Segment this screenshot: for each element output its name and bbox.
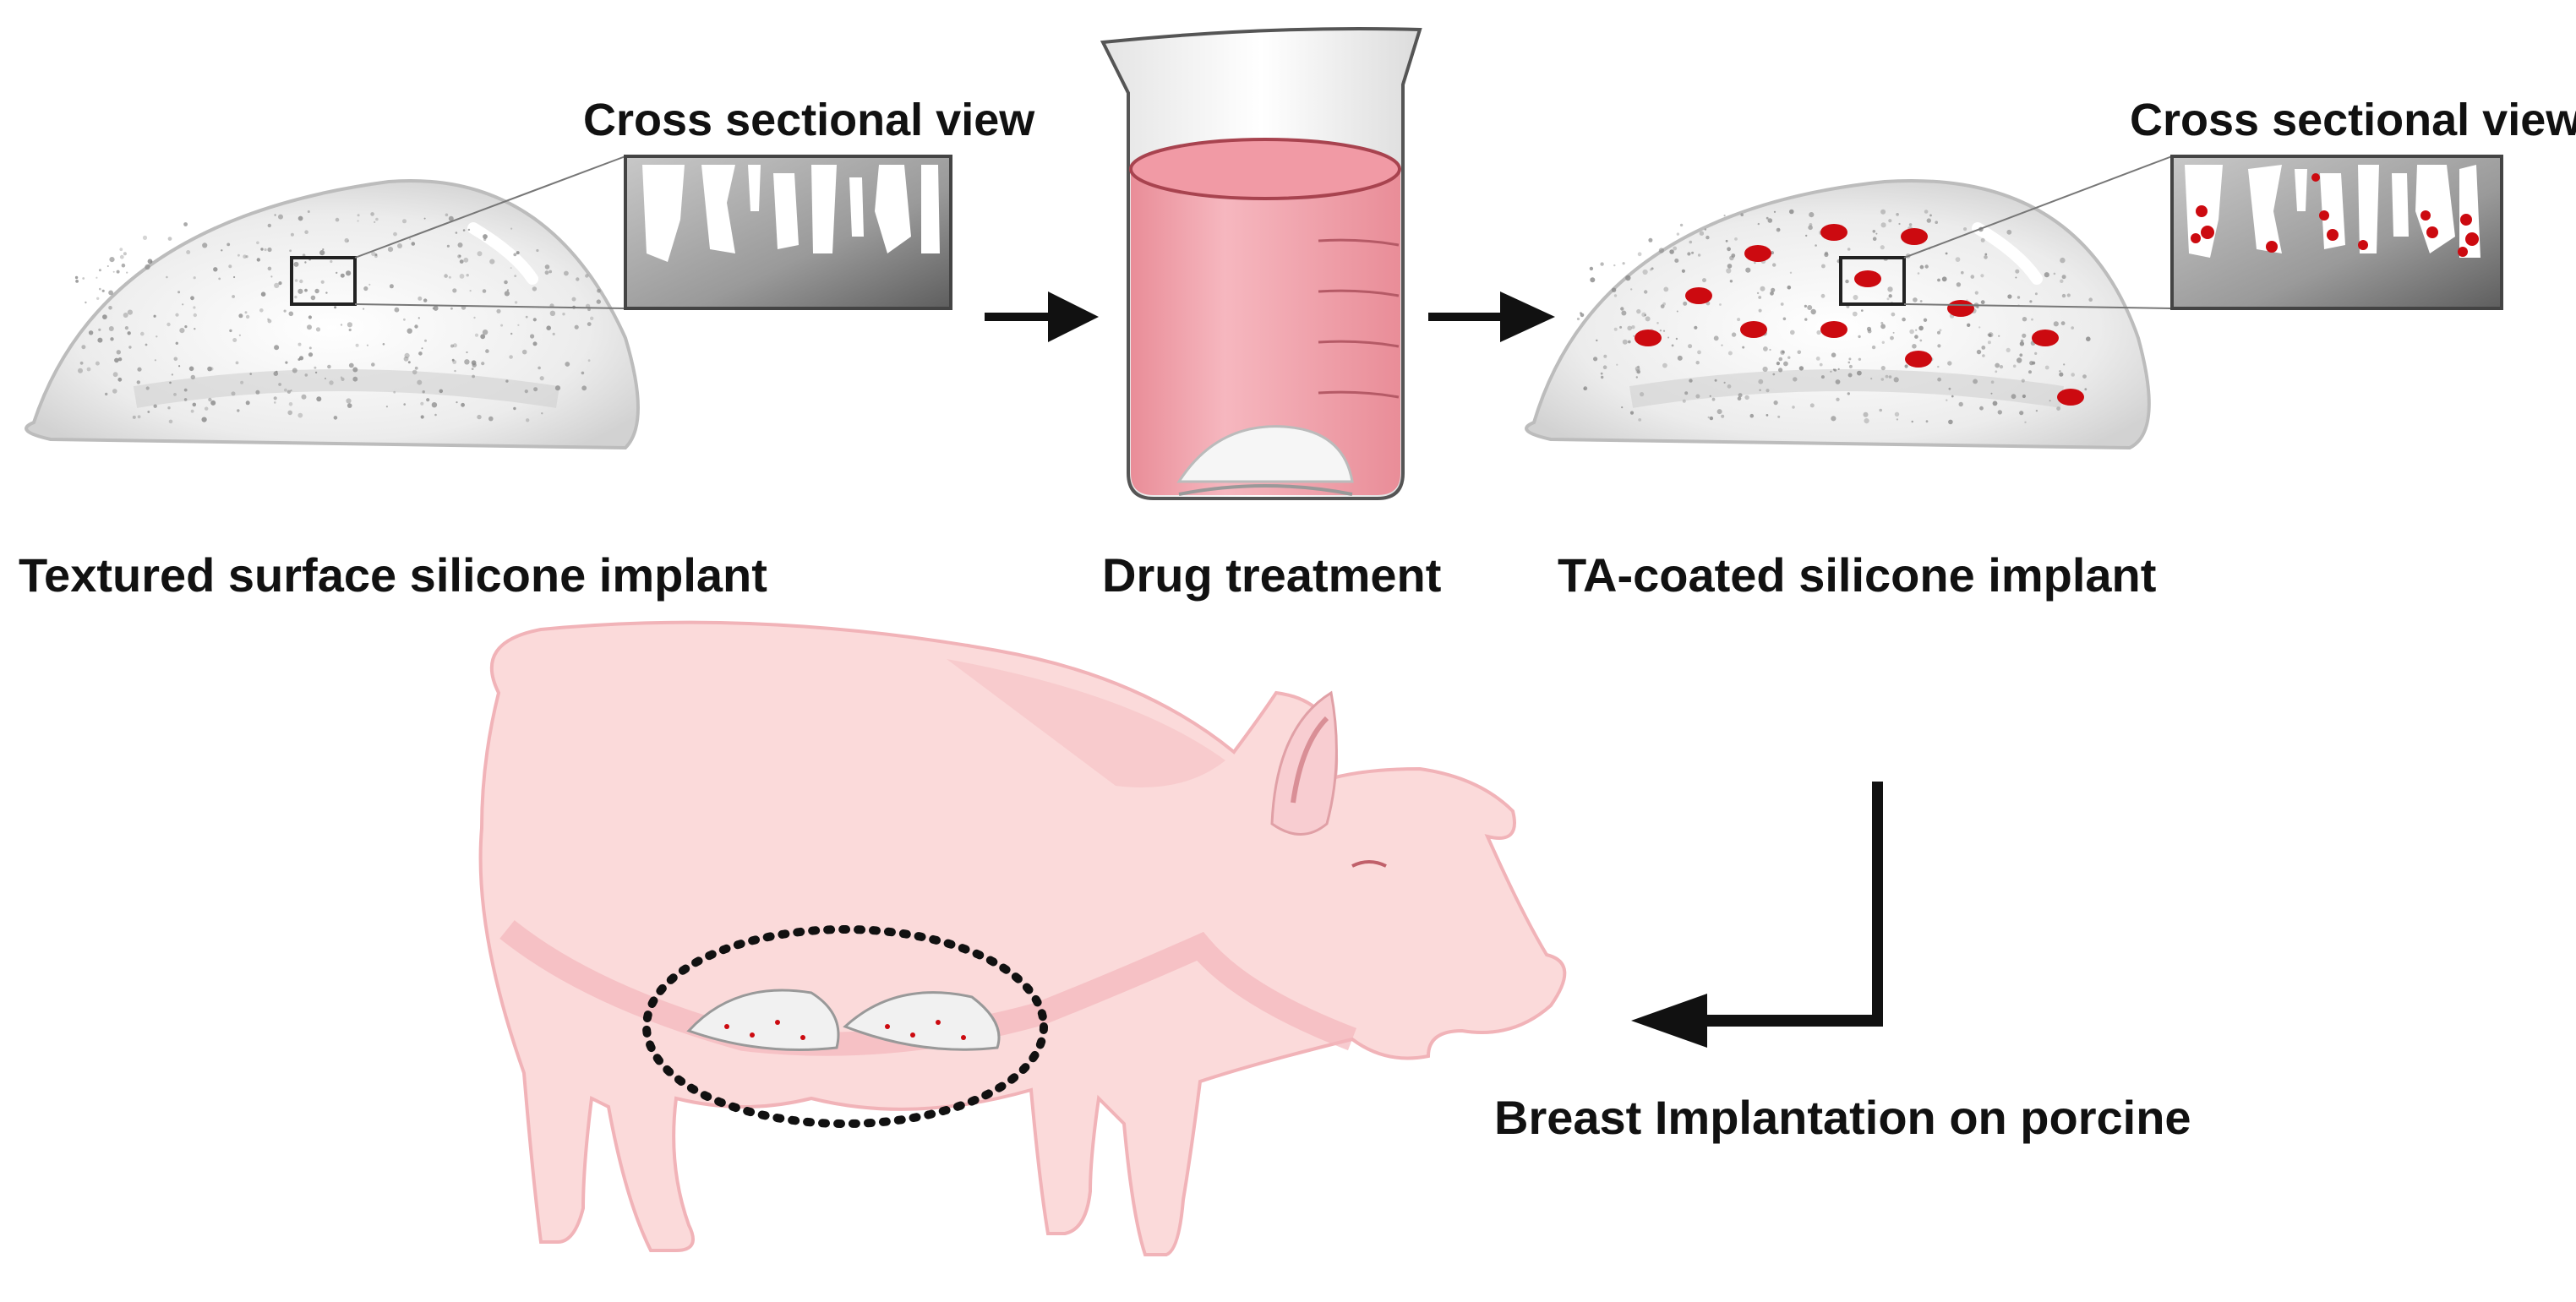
zoom-box [290, 256, 357, 306]
elbow-left-arrow-icon [1631, 782, 1883, 1048]
cross-section-left [624, 155, 952, 310]
cross-section-right [2170, 155, 2503, 310]
surface-texture [74, 210, 601, 424]
implant-site-ellipse [642, 925, 1048, 1128]
beaker-icon [1100, 27, 1422, 500]
zoom-line [1903, 155, 2173, 259]
drug-dot [1744, 245, 1771, 262]
drug-dot [2032, 330, 2059, 346]
drug-dot [1820, 224, 1847, 241]
graduation-marks [1318, 238, 1400, 399]
drug-dot [2057, 389, 2084, 406]
drug-dot [1635, 330, 1662, 346]
pig-eye [1351, 860, 1387, 868]
label-porcine: Breast Implantation on porcine [1494, 1091, 2191, 1144]
label-ta-coated-implant: TA-coated silicone implant [1558, 548, 2157, 602]
label-drug-treatment: Drug treatment [1102, 548, 1442, 602]
zoom-box [1839, 256, 1906, 306]
drug-dots [1635, 224, 2084, 406]
label-cross-section-left: Cross sectional view [583, 95, 1035, 145]
drug-dot [1740, 321, 1767, 338]
drug-dot [1685, 287, 1712, 304]
pig-icon [478, 620, 1567, 1256]
right-arrow-icon [985, 291, 1099, 342]
zoom-line [1903, 303, 2173, 309]
zoom-line [354, 155, 626, 259]
drug-dot [1901, 228, 1928, 245]
label-cross-section-right: Cross sectional view [2130, 95, 2576, 145]
drug-dot [1947, 300, 1974, 317]
immersed-implant [1176, 425, 1354, 483]
surface-texture [1576, 209, 2093, 425]
implanted-implants [686, 989, 1001, 1051]
ta-coated-implant [1525, 179, 2151, 450]
zoom-line [354, 303, 626, 309]
right-arrow-icon [1428, 291, 1555, 342]
label-textured-implant: Textured surface silicone implant [19, 548, 767, 602]
drug-dot [1905, 351, 1932, 368]
drug-dot [1820, 321, 1847, 338]
drug-dot [1854, 270, 1881, 287]
textured-implant [25, 179, 640, 450]
